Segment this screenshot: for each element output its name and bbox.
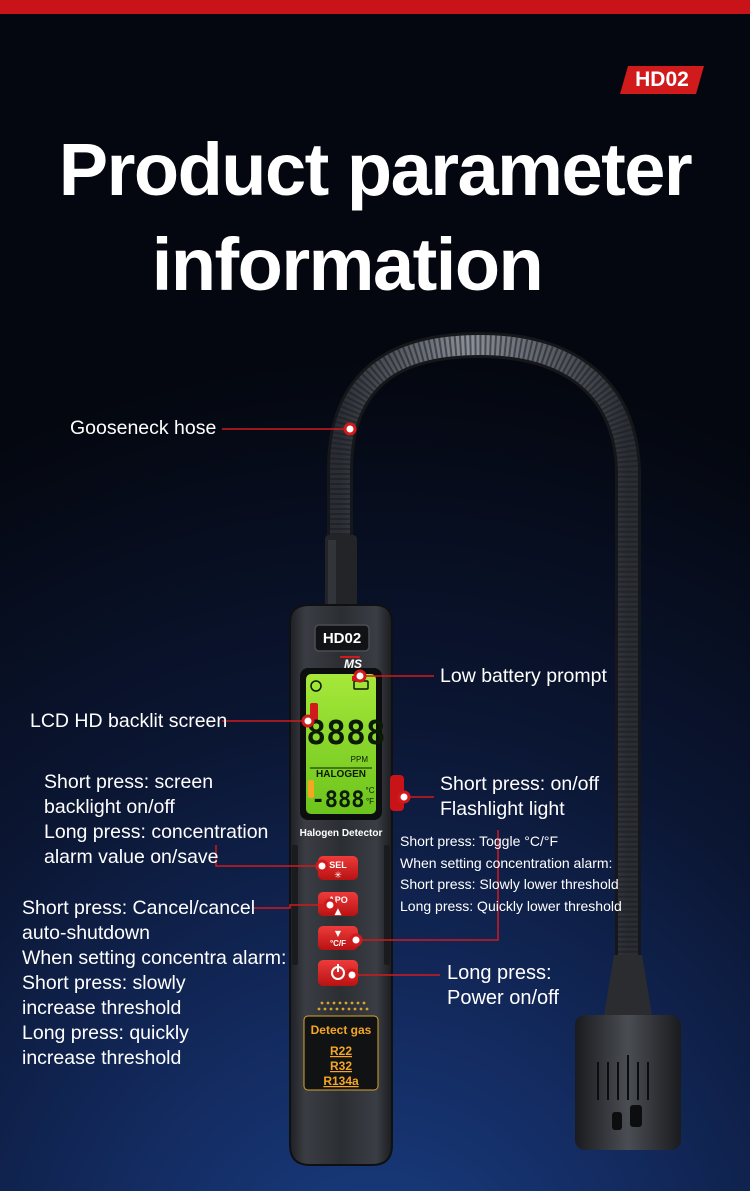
callout-sel-description: Short press: screen backlight on/off Lon… — [44, 770, 268, 870]
cf-button[interactable] — [318, 926, 358, 950]
detect-gas-panel — [303, 1015, 379, 1091]
sensor-tip — [575, 955, 681, 1150]
callout-gooseneck-hose: Gooseneck hose — [70, 417, 217, 439]
cf-button-label: °C/F — [330, 939, 346, 948]
sel-desc-line: alarm value on/save — [44, 846, 219, 868]
power-desc-line: Long press: — [447, 962, 552, 984]
apo-desc-line: increase threshold — [22, 997, 182, 1019]
speaker-grille — [317, 1001, 369, 1011]
apo-desc-line: When setting concentra alarm: — [22, 947, 287, 969]
apo-desc-line: increase threshold — [22, 1047, 182, 1069]
cf-desc-line: Short press: Slowly lower threshold — [400, 876, 619, 892]
name-plate: Halogen Detector — [300, 828, 383, 839]
cf-desc-line: Long press: Quickly lower threshold — [400, 897, 622, 914]
down-arrow-icon: ▼ — [335, 929, 342, 938]
power-desc-line: Power on/off — [447, 987, 559, 1009]
top-accent-bar — [0, 0, 750, 14]
flashlight-desc-line: Short press: on/off — [440, 773, 599, 795]
sel-button-label: SEL — [329, 860, 347, 870]
page-title-line1: Product parameter — [58, 128, 693, 211]
lcd-temp-digits: -888 — [312, 788, 365, 813]
lcd-unit: PPM — [351, 755, 369, 764]
apo-desc-line: Short press: slowly — [22, 972, 186, 994]
model-badge: HD02 — [620, 66, 704, 94]
apo-desc-line: auto-shutdown — [22, 922, 150, 944]
lcd-temp-unit-f: °F — [366, 797, 374, 806]
callout-flashlight: Short press: on/off Flashlight light — [440, 772, 599, 822]
callout-power: Long press: Power on/off — [447, 961, 559, 1011]
sel-button[interactable] — [318, 856, 358, 880]
brand-logo: MS — [344, 657, 362, 671]
apo-button-label: APO — [328, 895, 348, 905]
flashlight-desc-line: Flashlight light — [440, 798, 565, 820]
lcd-gas-label: HALOGEN — [316, 769, 366, 780]
callout-lcd-screen: LCD HD backlit screen — [30, 710, 228, 732]
lcd-temp-unit-c: °C — [366, 786, 375, 795]
detect-gas-title: Detect gas — [311, 1023, 372, 1037]
callout-cf-description: Short press: Toggle °C/°F When setting c… — [400, 831, 622, 917]
callout-dots — [301, 422, 411, 982]
page-title-line2: information — [151, 223, 544, 306]
gas-r134a: R134a — [323, 1074, 359, 1088]
cf-desc-line: Short press: Toggle °C/°F — [400, 833, 559, 849]
up-arrow-icon: ▲ — [335, 907, 342, 917]
apo-desc-line: Long press: quickly — [22, 1022, 189, 1044]
apo-desc-line: Short press: Cancel/cancel — [22, 897, 256, 919]
cf-desc-line: When setting concentration alarm: — [400, 854, 613, 871]
callout-lines — [215, 428, 499, 976]
device-model-label: HD02 — [323, 630, 361, 647]
gooseneck-hose — [327, 331, 641, 973]
gas-r32: R32 — [330, 1059, 352, 1073]
sel-desc-line: Short press: screen — [44, 771, 214, 793]
sel-desc-line: Long press: concentration — [44, 821, 269, 843]
sel-desc-line: backlight on/off — [44, 796, 175, 818]
callout-apo-description: Short press: Cancel/cancel auto-shutdown… — [22, 896, 286, 1071]
backlight-icon: ✳ — [334, 871, 342, 881]
lcd-main-digits: 8888 — [306, 713, 385, 752]
gas-r22: R22 — [330, 1044, 352, 1058]
callout-low-battery: Low battery prompt — [440, 665, 607, 687]
